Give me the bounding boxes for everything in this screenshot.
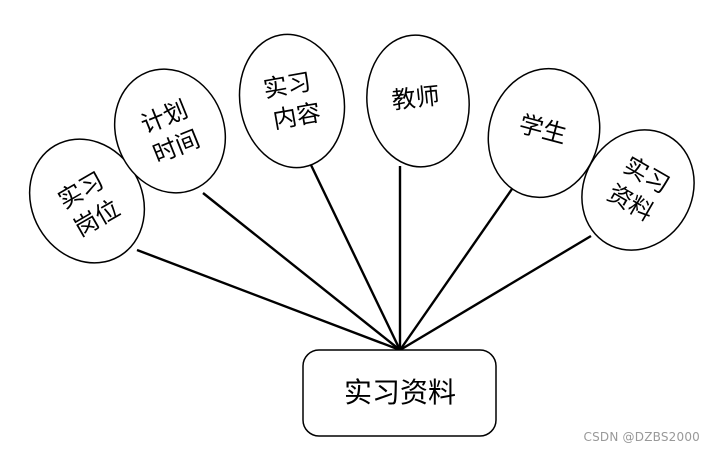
attribute-node-3: 实习 内容 — [238, 33, 346, 169]
attribute-node-4: 教师 — [366, 34, 470, 168]
connector-attr-5 — [399, 188, 513, 351]
attribute-ellipse — [581, 129, 695, 251]
connector-attr-3 — [309, 164, 402, 351]
attribute-ellipse — [366, 34, 470, 168]
connectors — [136, 164, 592, 352]
attribute-ellipse — [238, 33, 346, 169]
attribute-label-line-1: 教师 — [390, 82, 441, 115]
attribute-node-5: 学生 — [487, 67, 601, 199]
entity-box — [302, 349, 497, 437]
watermark: CSDN @DZBS2000 — [583, 430, 700, 444]
attribute-node-1: 实习 岗位 — [28, 138, 146, 264]
attribute-node-6: 实习 资料 — [581, 129, 695, 251]
attribute-node-2: 计划 时间 — [113, 68, 227, 194]
connector-attr-1 — [136, 248, 401, 352]
entity-node: 实习资料 — [302, 349, 497, 437]
entity-label: 实习资料 — [344, 376, 456, 409]
connector-attr-6 — [399, 234, 592, 352]
attribute-ellipse — [113, 68, 227, 194]
attribute-ellipse — [487, 67, 601, 199]
connector-attr-2 — [202, 192, 401, 351]
